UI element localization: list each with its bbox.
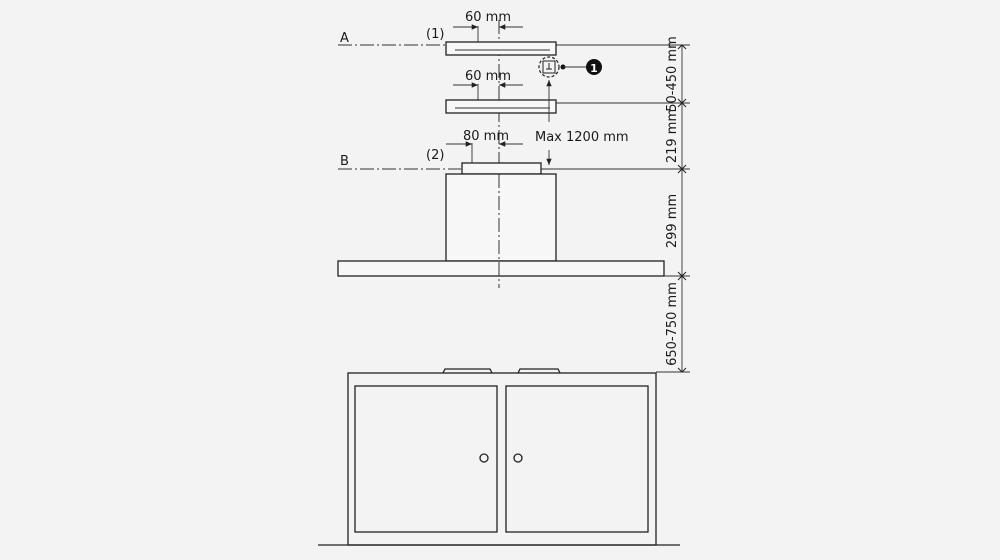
power-socket-icon bbox=[538, 56, 560, 78]
max-socket-distance-dimension: Max 1200 mm bbox=[535, 130, 629, 145]
door-knob-icon bbox=[513, 453, 523, 463]
bracket-to-b-dimension: 219 mm bbox=[665, 109, 680, 163]
vertical-dimension-line bbox=[677, 44, 687, 373]
upper-bracket bbox=[445, 41, 557, 56]
chimney-height-dimension: 299 mm bbox=[665, 194, 680, 248]
bracket-top-offset-dimension: 60 mm bbox=[465, 10, 511, 25]
hood-to-hob-dimension: 650-750 mm bbox=[665, 282, 680, 366]
door-knob-icon bbox=[479, 453, 489, 463]
part-2-label: (2) bbox=[426, 148, 444, 163]
hood-canopy bbox=[337, 260, 665, 277]
lower-bracket bbox=[445, 99, 557, 114]
kitchen-cabinet bbox=[318, 368, 690, 546]
svg-text:1: 1 bbox=[590, 62, 598, 75]
mounting-plate bbox=[461, 162, 542, 175]
cabinet-door-right bbox=[505, 385, 649, 533]
adjust-range-dimension: 50-450 mm bbox=[665, 36, 680, 112]
line-a-label: A bbox=[340, 31, 349, 46]
hob-burners bbox=[442, 368, 561, 374]
chimney bbox=[445, 173, 557, 262]
callout-1-marker: 1 bbox=[586, 59, 602, 75]
line-b-label: B bbox=[340, 154, 349, 169]
part-1-label: (1) bbox=[426, 27, 444, 42]
bracket-lower-offset-dimension: 60 mm bbox=[465, 69, 511, 84]
plate-offset-dimension: 80 mm bbox=[463, 129, 509, 144]
cabinet-door-left bbox=[354, 385, 498, 533]
